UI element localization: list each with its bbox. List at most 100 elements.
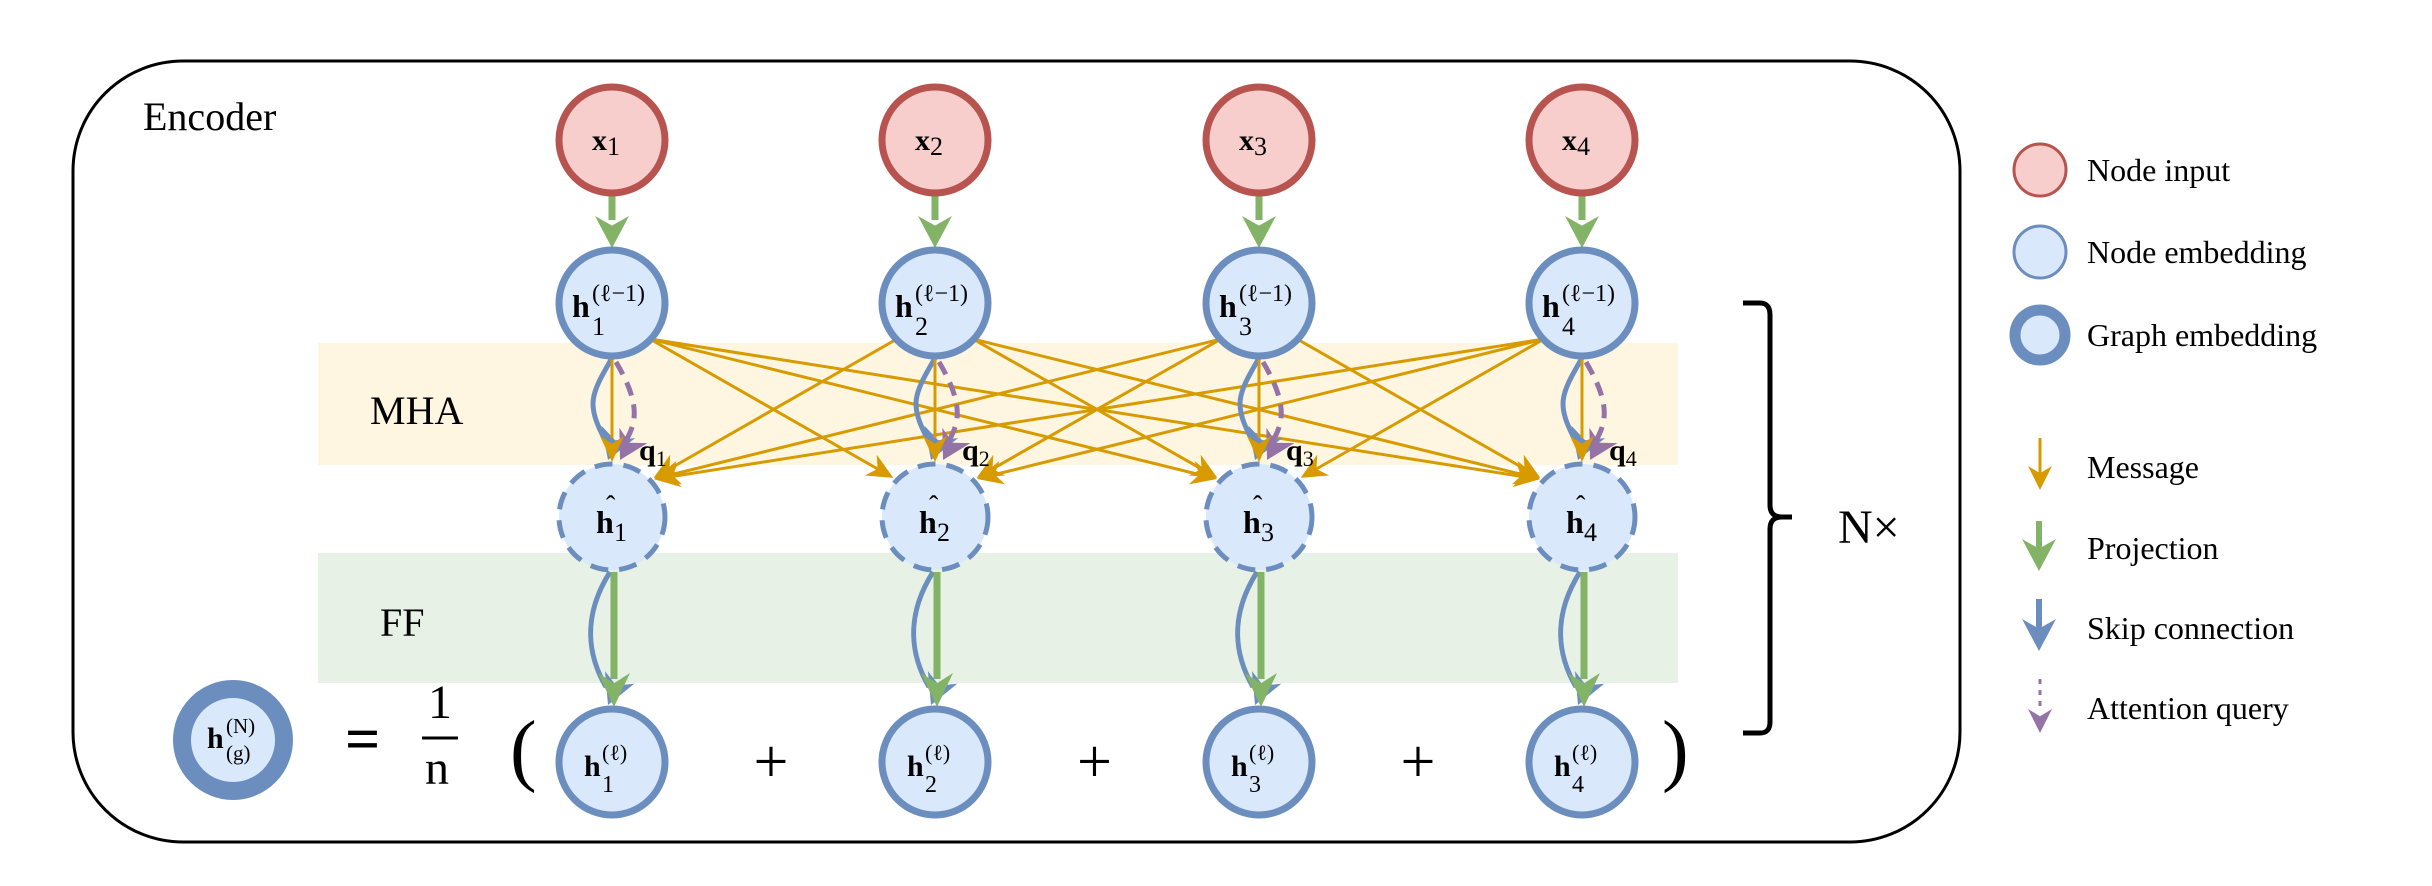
output-embedding-symbol-1: h xyxy=(584,750,601,783)
output-embedding-sup-3: (ℓ) xyxy=(1249,740,1274,765)
skip-edge-mha-4 xyxy=(1560,356,1585,444)
prev-embedding-symbol-2: h xyxy=(895,288,913,324)
intermediate-index-4: 4 xyxy=(1584,518,1597,547)
prev-embedding-symbol-1: h xyxy=(572,288,590,324)
message-arrowhead-2-to-1 xyxy=(653,454,683,478)
intermediate-symbol-4: h xyxy=(1566,504,1584,540)
message-arrowhead-4-to-1 xyxy=(654,463,682,488)
message-arrowhead-3-to-2 xyxy=(976,454,1006,478)
intermediate-index-2: 2 xyxy=(937,518,950,547)
prev-embedding-sup-1: (ℓ−1) xyxy=(592,281,645,307)
prev-embedding-node-3: h3(ℓ−1) xyxy=(1202,246,1316,360)
message-edge-2-to-1 xyxy=(668,337,898,471)
fraction-denominator: n xyxy=(425,742,449,795)
attention-query-arrowhead-4 xyxy=(1589,427,1618,460)
output-embedding-node-1: h1 (ℓ) xyxy=(555,705,669,819)
input-node-label-2: x2 xyxy=(915,124,943,161)
intermediate-symbol-3: h xyxy=(1243,504,1261,540)
prev-embedding-symbol-4: h xyxy=(1542,288,1560,324)
attention-query-arrowhead-2 xyxy=(942,427,971,460)
intermediate-symbol-2: h xyxy=(919,504,937,540)
prev-embedding-sup-4: (ℓ−1) xyxy=(1562,281,1615,307)
input-node-label-1: x1 xyxy=(592,124,620,161)
message-edge-1-to-3 xyxy=(649,337,1200,477)
legend-item-projection: Projection xyxy=(2022,521,2219,571)
ff-band xyxy=(318,553,1678,683)
output-embedding-index-2: 2 xyxy=(925,772,937,798)
message-arrowhead-self-3 xyxy=(1247,436,1271,462)
prev-embedding-index-4: 4 xyxy=(1562,312,1575,341)
projection-arrowhead-input-1 xyxy=(595,216,629,248)
intermediate-index-3: 3 xyxy=(1261,518,1274,547)
legend-label: Graph embedding xyxy=(2087,317,2317,353)
output-embedding-index-4: 4 xyxy=(1572,772,1584,798)
repeat-brace xyxy=(1743,300,1792,736)
prev-embedding-node-2: h2 (ℓ−1) xyxy=(878,246,992,360)
output-embedding-sup-2: (ℓ) xyxy=(925,740,950,765)
node-input-swatch xyxy=(2012,142,2068,198)
output-embedding-index-1: 1 xyxy=(602,772,614,798)
prev-embedding-index-2: 2 xyxy=(915,312,928,341)
prev-embedding-node-4: h4 (ℓ−1) xyxy=(1525,246,1639,360)
query-label-index-1: 1 xyxy=(656,446,667,471)
attention-query-edge-1 xyxy=(613,360,637,446)
prev-embedding-sup-2: (ℓ−1) xyxy=(915,281,968,307)
message-edge-4-to-1 xyxy=(671,337,1545,478)
message-edge-1-to-2 xyxy=(649,337,879,471)
encoder-border xyxy=(71,59,1962,844)
legend-item-node-input: Node input xyxy=(2012,142,2230,198)
repeat-label: N× xyxy=(1838,501,1900,554)
intermediate-hat-4: ˆ xyxy=(1576,491,1586,522)
attention-query-edge-2 xyxy=(936,360,960,446)
message-arrowhead-1-to-2 xyxy=(864,454,894,478)
query-label-index-4: 4 xyxy=(1626,446,1637,471)
query-label-index-2: 2 xyxy=(979,446,990,471)
message-arrowhead-4-to-2 xyxy=(977,461,1006,485)
legend-item-message: Message xyxy=(2028,438,2199,490)
message-edge-4-to-2 xyxy=(994,337,1545,477)
skip-edge-mha-1 xyxy=(590,356,615,444)
message-edge-2-to-4 xyxy=(972,337,1523,477)
message-arrowhead-self-4 xyxy=(1570,436,1594,462)
ff-label: FF xyxy=(380,600,425,645)
output-embedding-index-3: 3 xyxy=(1249,772,1261,798)
skip-swatch-arrowhead xyxy=(2022,619,2056,651)
projection-arrowhead-ff-1 xyxy=(598,673,630,707)
attention-query-swatch-arrowhead xyxy=(2028,709,2052,733)
attention-query-arrowhead-3 xyxy=(1266,427,1295,460)
output-embedding-sup-1: (ℓ) xyxy=(602,740,627,765)
message-arrowhead-4-to-3 xyxy=(1300,454,1330,478)
encoder-title: Encoder xyxy=(143,94,276,139)
intermediate-symbol-1: h xyxy=(596,504,614,540)
open-paren: ( xyxy=(510,706,537,794)
intermediate-hat-1: ˆ xyxy=(606,491,616,522)
skip-edge-mha-2 xyxy=(913,356,938,444)
output-embedding-symbol-2: h xyxy=(907,750,924,783)
message-swatch-arrowhead xyxy=(2028,466,2052,490)
legend-item-attention-query: Attention query xyxy=(2028,679,2289,733)
output-embedding-symbol-4: h xyxy=(1554,750,1571,783)
query-label-index-3: 3 xyxy=(1303,446,1314,471)
projection-arrowhead-input-2 xyxy=(918,216,952,248)
legend-item-skip: Skip connection xyxy=(2022,599,2294,651)
output-embedding-node-4: h4 (ℓ) xyxy=(1525,705,1639,819)
projection-arrowhead-ff-2 xyxy=(921,673,953,707)
projection-arrowhead-input-3 xyxy=(1242,216,1276,248)
output-embedding-sup-4: (ℓ) xyxy=(1572,740,1597,765)
projection-swatch-arrowhead xyxy=(2022,539,2056,571)
graph-embedding-sub: (g) xyxy=(226,741,251,765)
legend-label: Message xyxy=(2087,449,2199,485)
intermediate-hat-3: ˆ xyxy=(1253,491,1263,522)
output-embedding-node-2: h2 (ℓ) xyxy=(878,705,992,819)
plus-sign-1: + xyxy=(754,728,789,796)
projection-arrowhead-ff-4 xyxy=(1568,673,1600,707)
legend-label: Node input xyxy=(2087,152,2230,188)
message-edge-3-to-1 xyxy=(671,337,1222,477)
attention-query-edge-4 xyxy=(1583,360,1607,446)
